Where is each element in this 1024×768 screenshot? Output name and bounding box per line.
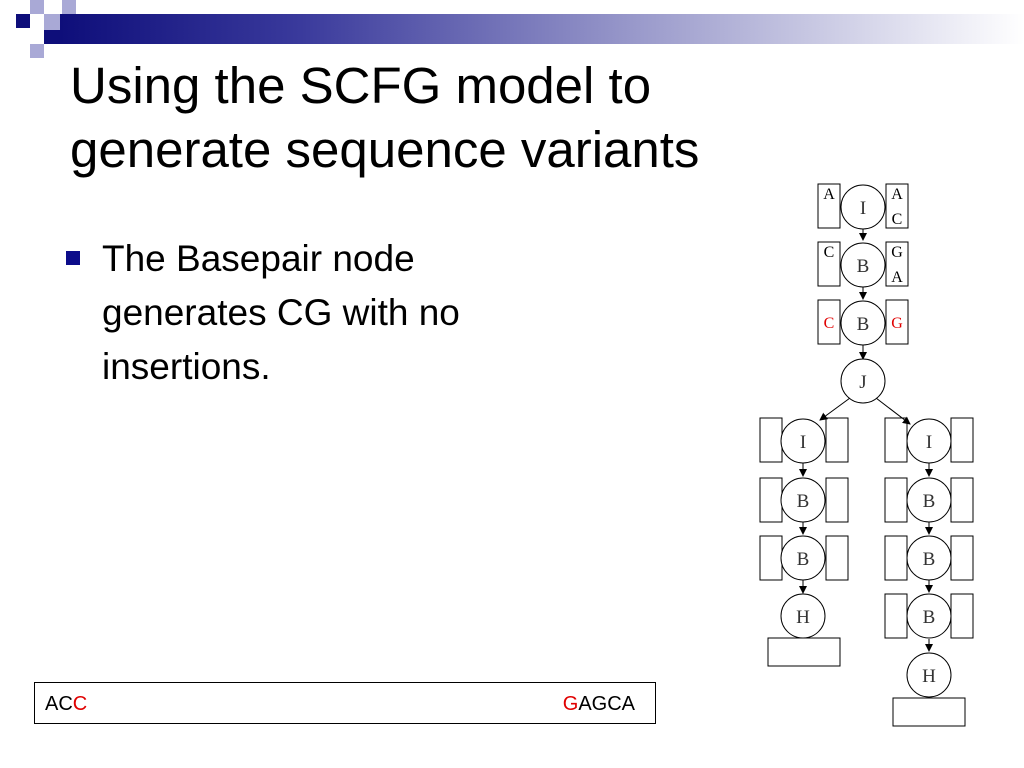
node-circle [906, 418, 952, 464]
corner-square-light [30, 0, 44, 14]
insert-box [885, 241, 909, 287]
node-label: B [857, 314, 870, 335]
bullet-text-line-3: insertions. [102, 346, 271, 387]
nucleotide-label: A [891, 269, 903, 286]
sequence-right-black: AGCA [578, 693, 635, 715]
node-label: B [797, 549, 810, 570]
node-circle [780, 535, 826, 581]
insert-box [817, 299, 841, 345]
node-circle [906, 652, 952, 698]
insert-box [950, 535, 974, 581]
nucleotide-label-highlight: G [891, 315, 903, 332]
edge-arrow [875, 397, 911, 425]
node-circle [906, 593, 952, 639]
insert-box [759, 417, 783, 463]
node-label: B [857, 256, 870, 277]
hairpin-box [892, 697, 966, 727]
corner-square-light [62, 0, 76, 14]
corner-square-navy [16, 14, 30, 28]
insert-box [759, 477, 783, 523]
node-label: J [859, 372, 866, 393]
sequence-left: ACC [45, 693, 87, 716]
slide-title: Using the SCFG model to generate sequenc… [70, 54, 830, 182]
node-circle [780, 477, 826, 523]
insert-box [884, 417, 908, 463]
node-label: H [796, 607, 810, 628]
insert-box [884, 535, 908, 581]
node-circle [840, 358, 886, 404]
node-label: B [797, 491, 810, 512]
insert-box [825, 535, 849, 581]
node-circle [840, 184, 886, 230]
slide-title-line-2: generate sequence variants [70, 121, 700, 178]
header-gradient-bar [60, 14, 1024, 44]
insert-box [825, 477, 849, 523]
bullet-square-icon [66, 251, 80, 265]
insert-box [885, 299, 909, 345]
nucleotide-label-highlight: C [824, 315, 835, 332]
node-label: B [923, 607, 936, 628]
bullet-item: The Basepair node generates CG with no i… [66, 232, 586, 394]
node-circle [840, 242, 886, 288]
node-circle [780, 418, 826, 464]
sequence-box: ACC GAGCA [34, 682, 656, 724]
sequence-right: GAGCA [563, 693, 635, 716]
insert-box [950, 477, 974, 523]
node-label: B [923, 549, 936, 570]
insert-box [759, 535, 783, 581]
node-label: I [800, 432, 806, 453]
node-circle [840, 300, 886, 346]
insert-box [884, 477, 908, 523]
node-label: H [922, 666, 936, 687]
bullet-text-line-2: generates CG with no [102, 292, 460, 333]
bullet-text-line-1: The Basepair node [102, 238, 415, 279]
insert-box [950, 593, 974, 639]
node-circle [906, 477, 952, 523]
node-circle [780, 593, 826, 639]
corner-square-navy [44, 30, 60, 44]
insert-box [950, 417, 974, 463]
bullet-list: The Basepair node generates CG with no i… [66, 232, 586, 394]
nucleotide-label: A [823, 186, 835, 203]
node-label: I [860, 198, 866, 219]
sequence-right-red: G [562, 693, 579, 715]
sequence-left-red: C [72, 693, 88, 715]
insert-box [825, 417, 849, 463]
insert-box [817, 241, 841, 287]
corner-square-light [30, 44, 44, 58]
insert-box [817, 183, 841, 229]
slide-title-line-1: Using the SCFG model to [70, 57, 652, 114]
nucleotide-label: A [891, 186, 903, 203]
hairpin-box [767, 637, 841, 667]
sequence-left-black: AC [45, 693, 73, 715]
insert-box [884, 593, 908, 639]
corner-square-light [44, 14, 60, 30]
node-label: B [923, 491, 936, 512]
edge-arrow [819, 397, 851, 421]
nucleotide-label: C [892, 211, 903, 228]
nucleotide-label: C [824, 244, 835, 261]
nucleotide-label: G [891, 244, 903, 261]
node-circle [906, 535, 952, 581]
insert-box [885, 183, 909, 229]
node-label: I [926, 432, 932, 453]
